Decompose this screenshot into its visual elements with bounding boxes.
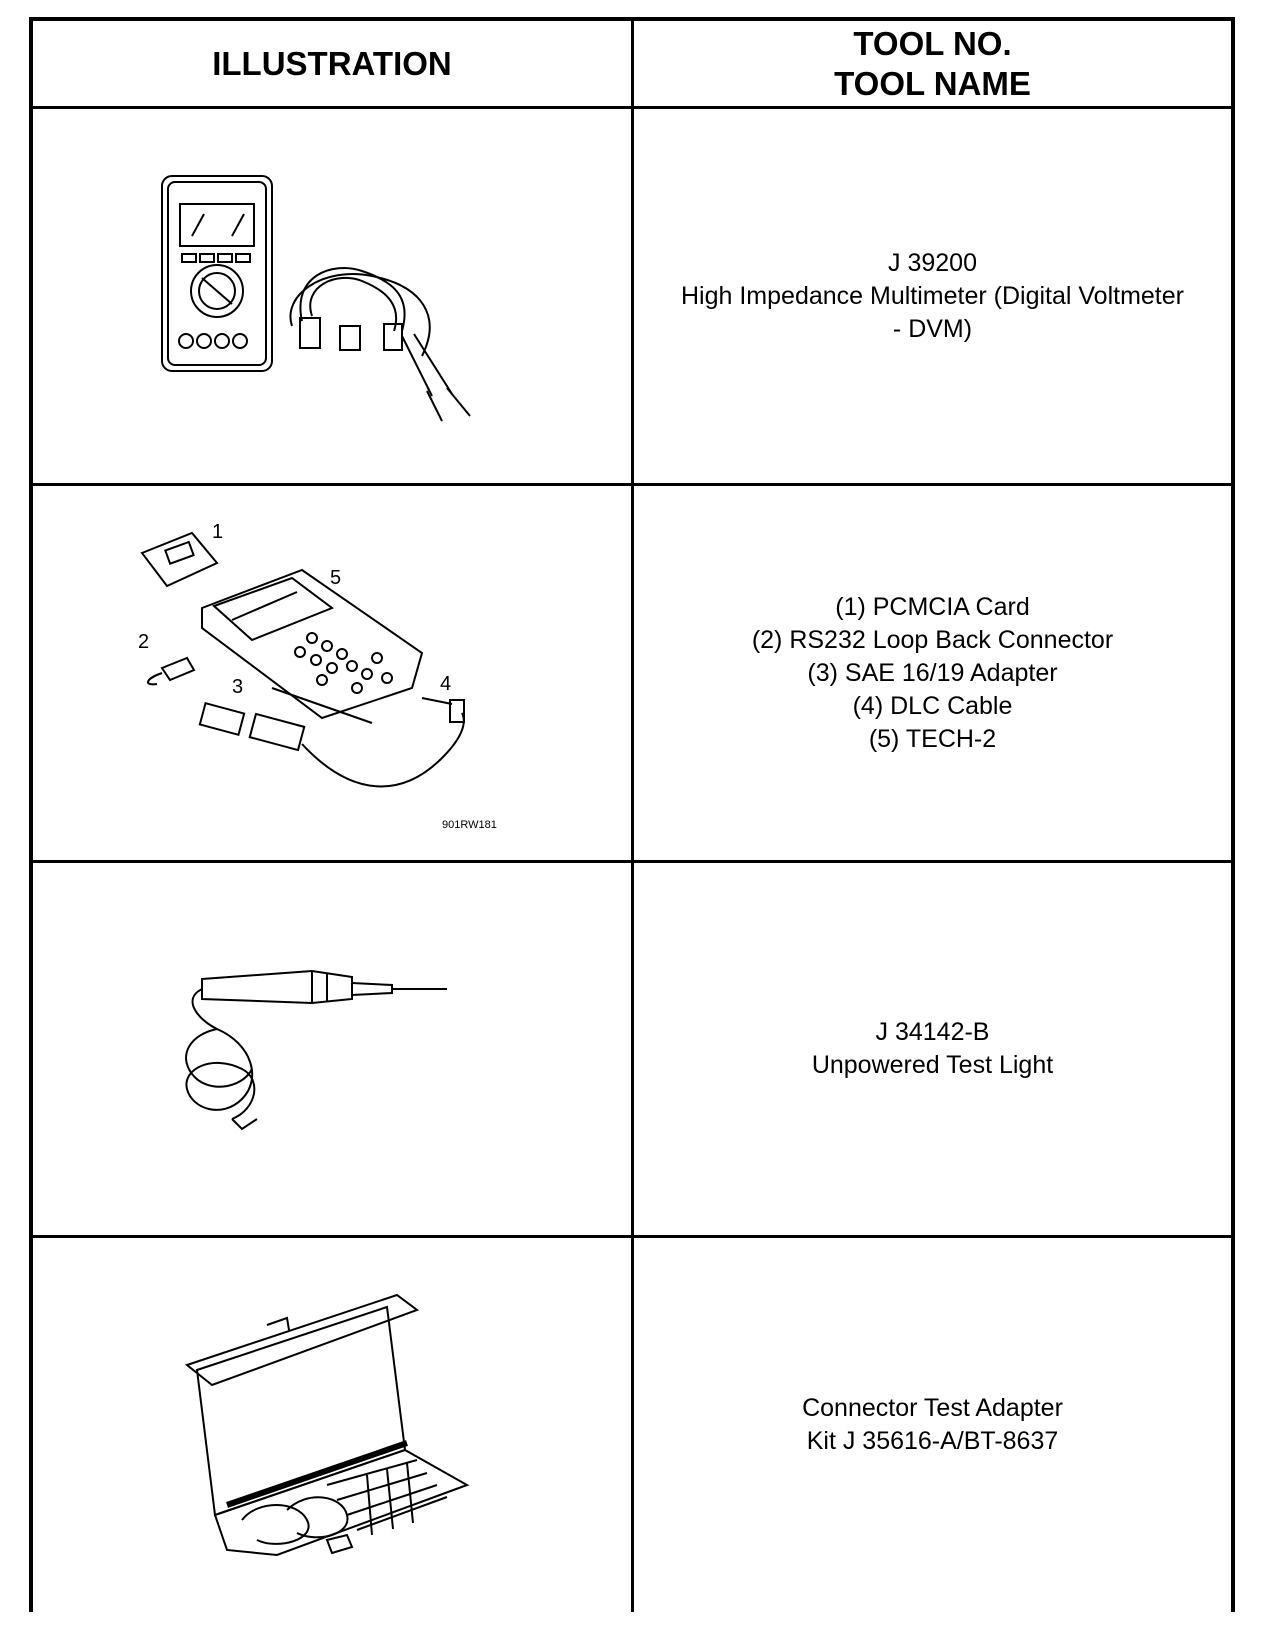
row-divider [29,1235,1235,1238]
tech2-image: 1 2 3 4 5 901RW181 [138,521,497,831]
figure-code: 901RW181 [442,819,497,831]
kit-item-2: (2) RS232 Loop Back Connector [751,625,1114,654]
multimeter-image [161,175,471,422]
callout-4: 4 [440,673,451,695]
row-divider [29,860,1235,863]
tool-number: J 39200 [888,248,977,277]
header-illustration-label: ILLUSTRATION [212,44,452,82]
callout-5: 5 [330,567,341,589]
tool-test-light-text: J 34142-B Unpowered Test Light [634,863,1231,1235]
tool-name: High Impedance Multimeter (Digital Voltm… [681,281,1184,310]
tool-number: J 34142-B [875,1018,990,1046]
tool-name: Connector Test Adapter [802,1394,1063,1422]
illustration-multimeter [33,109,631,483]
row-divider [29,106,1235,109]
row-divider [29,483,1235,486]
column-divider [631,17,634,1612]
test-light-image [185,969,447,1131]
tool-adapter-kit-text: Connector Test Adapter Kit J 35616-A/BT-… [634,1238,1231,1612]
callout-2: 2 [138,631,149,653]
illustration-tech2: 1 2 3 4 5 901RW181 [33,486,631,860]
header-tool: TOOL NO. TOOL NAME [634,21,1231,106]
kit-item-4: (4) DLC Cable [852,691,1013,720]
header-illustration: ILLUSTRATION [33,21,631,106]
header-tool-no-label: TOOL NO. [853,24,1012,62]
illustration-test-light [33,863,631,1235]
tool-multimeter-text: J 39200 High Impedance Multimeter (Digit… [634,109,1231,483]
adapter-kit-image [184,1293,470,1557]
callout-3: 3 [232,676,243,698]
kit-item-1: (1) PCMCIA Card [835,592,1030,621]
kit-item-3: (3) SAE 16/19 Adapter [807,658,1058,687]
tool-name-continued: - DVM) [892,314,973,343]
tool-name: Unpowered Test Light [811,1051,1054,1079]
tool-number: Kit J 35616-A/BT-8637 [806,1427,1059,1455]
tool-tech2-text: (1) PCMCIA Card (2) RS232 Loop Back Conn… [634,486,1231,860]
header-tool-name-label: TOOL NAME [834,64,1031,102]
callout-1: 1 [212,521,223,543]
kit-item-5: (5) TECH-2 [868,724,997,753]
illustration-adapter-kit [33,1238,631,1612]
